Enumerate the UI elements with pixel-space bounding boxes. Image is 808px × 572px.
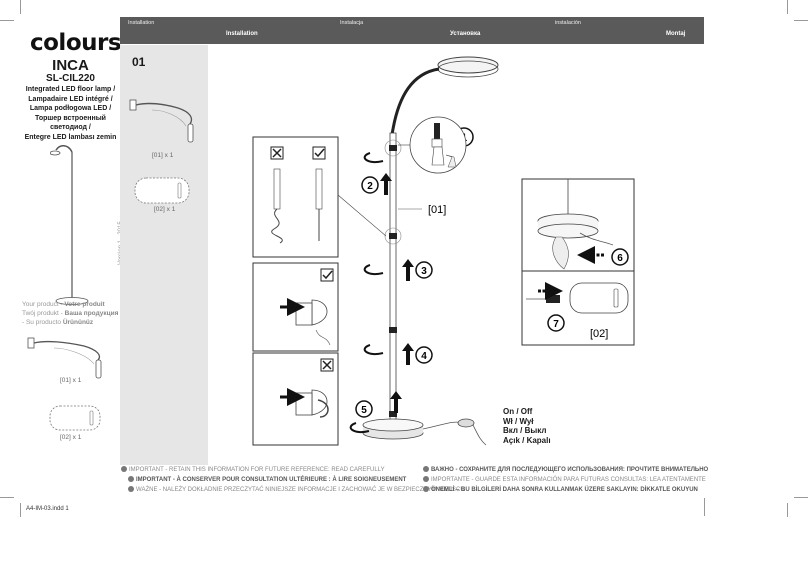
lamp-overview-illustration — [50, 145, 89, 305]
header-label: instalación — [555, 20, 581, 26]
parts-panel — [120, 45, 208, 465]
product-name: INCA — [52, 57, 89, 74]
crop-mark — [794, 20, 808, 21]
switch-label: Wł / Wył — [503, 416, 534, 426]
switch-labels: On / Off Wł / Wył Вкл / Выкл Açık / Kapa… — [503, 407, 551, 445]
warning-icon — [128, 486, 134, 492]
crop-mark — [787, 0, 788, 14]
callout-number: 5 — [361, 405, 367, 416]
desc-line: Lampadaire LED intégré / — [28, 95, 113, 103]
warning-line: ВАЖНО - СОХРАНИТЕ ДЛЯ ПОСЛЕДУЮЩЕГО ИСПОЛ… — [423, 466, 708, 473]
part-02-count: [02] x 1 — [60, 434, 82, 441]
part-01-illustration — [27, 337, 102, 379]
header-label-bold: Installation — [226, 31, 258, 37]
desc-line: Entegre LED lambası zemin — [24, 133, 117, 141]
product-code: SL-CIL220 — [46, 73, 95, 84]
warning-line: ÖNEMLİ – BU BİLGİLERİ DAHA SONRA KULLANM… — [423, 486, 698, 493]
switch-label: On / Off — [503, 407, 533, 416]
part-02-label: [02] — [590, 328, 608, 340]
desc-line: Lampa podłogowa LED / — [29, 105, 112, 112]
callout-number: 3 — [421, 266, 427, 277]
part-02-illustration — [49, 405, 101, 431]
crop-mark — [704, 498, 705, 516]
desc-line: светодиод / — [50, 124, 91, 131]
crop-mark — [20, 503, 21, 517]
callout-number: 4 — [421, 351, 427, 362]
rotate-arrows — [349, 152, 384, 433]
switch-label: Açık / Kapalı — [503, 435, 551, 445]
footer-filename: A4-IM-03.indd 1 — [26, 506, 69, 512]
warning-line: IMPORTANTE - GUARDE ESTA INFORMACIÓN PAR… — [423, 476, 706, 483]
panel-part-01-count: [01] x 1 — [152, 152, 174, 159]
panel-part-02-count: [02] x 1 — [154, 206, 176, 213]
desc-line: Торшер встроенный — [35, 114, 106, 122]
warning-icon — [423, 486, 429, 492]
header-label: Installation — [128, 20, 155, 26]
header-label: Instalacja — [340, 20, 364, 26]
crop-mark — [787, 503, 788, 517]
warning-line: WAŻNE - NALEŻY DOKŁADNIE PRZECZYTAĆ NINI… — [128, 486, 465, 493]
product-description: Integrated LED floor lamp / Lampadaire L… — [22, 85, 119, 142]
product-column: colours INCA SL-CIL220 Integrated LED fl… — [22, 20, 124, 495]
switch-label: Вкл / Выкл — [503, 426, 547, 435]
panel-part-01-illustration — [129, 99, 194, 143]
header-label-bold: Установка — [450, 31, 481, 37]
up-arrows — [380, 173, 414, 413]
crop-mark — [0, 20, 14, 21]
callout-number: 2 — [367, 181, 373, 192]
crop-mark — [20, 0, 21, 14]
step-number: 01 — [132, 55, 146, 69]
callout-number: 7 — [553, 319, 559, 330]
joint-marks — [384, 139, 402, 417]
warning-icon — [121, 466, 127, 472]
part-01-count: [01] x 1 — [60, 377, 82, 384]
assembly-illustration: 1 2 3 4 5 [01] — [252, 56, 635, 446]
warning-icon — [128, 476, 134, 482]
brand-logo: colours — [30, 30, 122, 56]
header-label-bold: Montaj — [666, 31, 686, 37]
callout-number: 6 — [617, 253, 623, 264]
section-header-bar: Installation Instalacja instalación Inst… — [120, 17, 704, 44]
desc-line: Integrated LED floor lamp / — [25, 86, 116, 93]
warning-line: IMPORTANT - RETAIN THIS INFORMATION FOR … — [121, 466, 385, 473]
step-callouts: 1 2 3 4 5 — [355, 127, 474, 418]
crop-mark — [0, 497, 14, 498]
your-product-text: Your product - Votre produit Twój produk… — [22, 301, 119, 326]
warning-icon — [423, 476, 429, 482]
warning-icon — [423, 466, 429, 472]
part-01-label: [01] — [428, 204, 446, 216]
warning-line: IMPORTANT - À CONSERVER POUR CONSULTATIO… — [128, 476, 406, 483]
panel-part-02-illustration — [134, 177, 190, 204]
crop-mark — [794, 497, 808, 498]
